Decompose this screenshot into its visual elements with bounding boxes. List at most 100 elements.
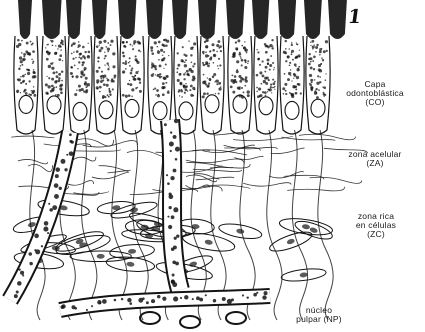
- stipple-dot: [45, 92, 48, 95]
- stipple-dot: [122, 94, 125, 97]
- stipple-dot: [112, 80, 114, 82]
- odontoblast-nucleus: [153, 102, 167, 120]
- stipple-dot: [157, 46, 159, 48]
- stipple-dot: [297, 54, 300, 57]
- stipple-dot: [82, 46, 85, 49]
- stipple-dot: [311, 40, 314, 43]
- blood-cell: [168, 225, 172, 229]
- stipple-dot: [98, 67, 100, 69]
- stipple-dot: [323, 50, 326, 53]
- stipple-dot: [215, 93, 216, 94]
- stipple-dot: [186, 70, 189, 73]
- stipple-dot: [106, 78, 107, 79]
- stipple-dot: [273, 87, 274, 88]
- stipple-dot: [108, 89, 110, 91]
- stipple-dot: [78, 44, 81, 47]
- stipple-dot: [219, 64, 221, 66]
- stipple-dot: [122, 41, 125, 44]
- stipple-dot: [216, 44, 219, 47]
- stipple-dot: [313, 55, 316, 58]
- stipple-dot: [135, 58, 138, 61]
- stipple-dot: [322, 86, 323, 87]
- blood-cell: [18, 268, 20, 270]
- blood-cell: [55, 167, 60, 172]
- stipple-dot: [264, 91, 267, 94]
- stipple-dot: [271, 39, 273, 41]
- stipple-dot: [294, 74, 297, 77]
- stipple-dot: [310, 61, 312, 63]
- stipple-dot: [309, 74, 312, 77]
- stipple-dot: [70, 72, 73, 75]
- blood-cell: [174, 237, 177, 240]
- fibroblast-nucleus: [126, 261, 134, 267]
- stipple-dot: [260, 83, 262, 85]
- blood-cell: [129, 302, 132, 305]
- blood-cell: [41, 245, 43, 247]
- blood-cell: [151, 299, 155, 303]
- stipple-dot: [220, 86, 222, 88]
- stipple-dot: [163, 39, 165, 41]
- stipple-dot: [178, 91, 180, 93]
- stipple-dot: [132, 48, 134, 50]
- stipple-dot: [267, 91, 268, 92]
- stipple-dot: [217, 65, 219, 67]
- stipple-dot: [217, 40, 220, 43]
- stipple-dot: [112, 52, 115, 55]
- stipple-dot: [212, 76, 215, 79]
- stipple-dot: [128, 62, 130, 64]
- stipple-dot: [247, 90, 250, 93]
- blood-cell: [199, 298, 203, 302]
- stipple-dot: [271, 47, 273, 49]
- stipple-dot: [218, 88, 221, 91]
- stipple-dot: [312, 60, 314, 62]
- stipple-dot: [264, 71, 266, 73]
- odontoblast-nucleus: [259, 97, 273, 115]
- fibroblast-nucleus: [130, 207, 139, 214]
- stipple-dot: [99, 86, 102, 89]
- stipple-dot: [207, 55, 209, 57]
- stipple-dot: [216, 51, 218, 53]
- stipple-dot: [209, 78, 212, 81]
- stipple-dot: [294, 63, 297, 66]
- stipple-dot: [129, 80, 130, 81]
- stipple-dot: [61, 39, 62, 40]
- stipple-dot: [282, 87, 285, 90]
- stipple-dot: [127, 83, 129, 85]
- stipple-dot: [285, 40, 287, 42]
- stipple-dot: [58, 79, 61, 82]
- blood-cell: [54, 183, 59, 188]
- stipple-dot: [185, 59, 187, 61]
- stipple-dot: [257, 51, 259, 53]
- stipple-dot: [23, 53, 26, 56]
- stipple-dot: [272, 62, 274, 64]
- blood-cell: [172, 274, 175, 277]
- stipple-dot: [58, 58, 61, 61]
- stipple-dot: [151, 66, 152, 67]
- stipple-dot: [316, 96, 319, 99]
- stipple-dot: [211, 43, 214, 46]
- stipple-dot: [296, 76, 299, 79]
- stipple-dot: [19, 56, 22, 59]
- stipple-dot: [110, 40, 113, 43]
- stipple-dot: [265, 95, 267, 97]
- stipple-dot: [243, 47, 245, 49]
- stipple-dot: [23, 90, 25, 92]
- stipple-dot: [291, 80, 292, 81]
- blood-cell: [146, 301, 149, 304]
- blood-cell: [264, 291, 268, 295]
- stipple-dot: [107, 51, 109, 53]
- stipple-dot: [262, 91, 264, 93]
- stipple-dot: [318, 68, 321, 71]
- stipple-dot: [33, 94, 36, 97]
- stipple-dot: [71, 67, 73, 69]
- stipple-dot: [288, 72, 291, 75]
- stipple-dot: [258, 87, 261, 90]
- stipple-dot: [190, 94, 193, 97]
- collagen-fiber: [18, 159, 48, 163]
- stipple-dot: [53, 72, 56, 75]
- label-nucleo-pulpar: núcleo pulpar (NP): [284, 306, 354, 324]
- collagen-fiber: [185, 185, 209, 189]
- stipple-dot: [129, 57, 131, 59]
- stipple-dot: [240, 57, 242, 59]
- blood-cell: [162, 297, 166, 301]
